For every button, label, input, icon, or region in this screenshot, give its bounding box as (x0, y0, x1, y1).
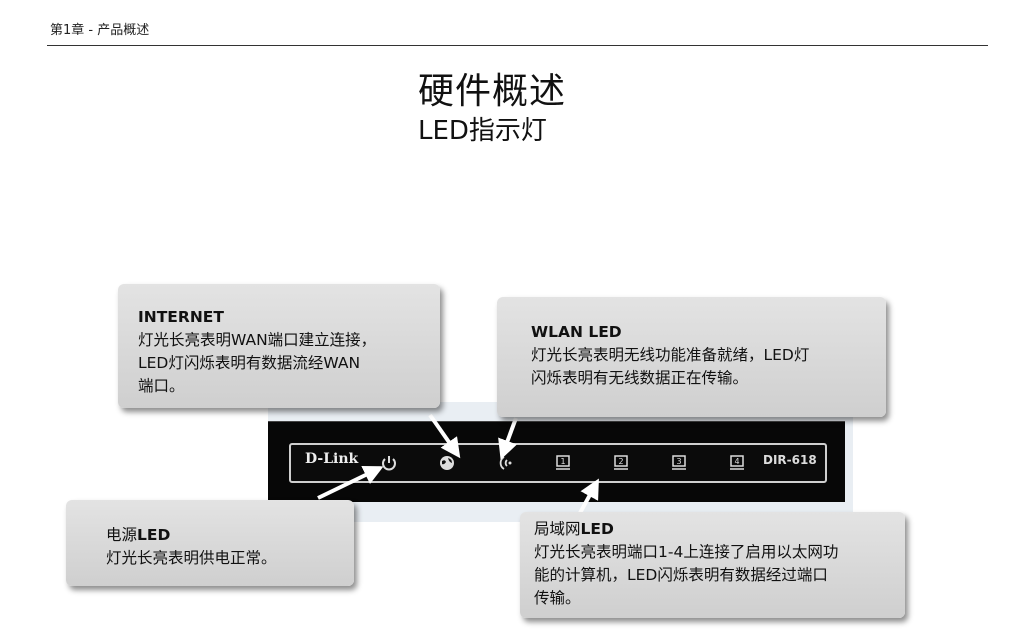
router-led-panel: D-Link 1 (289, 443, 827, 483)
arrow-wlan (498, 417, 518, 460)
arrow-lan (578, 478, 599, 514)
internet-callout-heading: INTERNET (138, 308, 224, 326)
internet-callout: INTERNET 灯光长亮表明WAN端口建立连接， LED灯闪烁表明有数据流经W… (118, 284, 440, 408)
internet-callout-line-3: 端口。 (138, 377, 185, 395)
arrow-internet (428, 413, 461, 459)
lan-port-1-icon: 1 (553, 453, 573, 473)
lan-port-4-icon: 4 (727, 453, 747, 473)
wlan-callout-line-2: 闪烁表明有无线数据正在传输。 (531, 369, 749, 387)
router-front-panel: D-Link 1 (268, 421, 845, 502)
router-brand-logo: D-Link (305, 451, 359, 467)
lan-port-1-number: 1 (560, 457, 565, 466)
lan-callout: 局域网LED 灯光长亮表明端口1-4上连接了启用以太网功 能的计算机，LED闪烁… (520, 512, 905, 618)
lan-port-2-icon: 2 (611, 453, 631, 473)
internet-globe-icon (437, 453, 457, 473)
lan-callout-line-2: 能的计算机，LED闪烁表明有数据经过端口 (534, 566, 828, 584)
power-callout-heading: 电源LED (106, 526, 171, 544)
lan-port-2-number: 2 (618, 457, 623, 466)
lan-callout-line-1: 灯光长亮表明端口1-4上连接了启用以太网功 (534, 543, 839, 561)
lan-port-3-icon: 3 (669, 453, 689, 473)
lan-callout-heading: 局域网LED (534, 520, 614, 538)
arrow-power (317, 465, 384, 500)
power-icon (379, 453, 399, 473)
internet-callout-line-1: 灯光长亮表明WAN端口建立连接， (138, 331, 377, 349)
header-divider (47, 45, 988, 46)
router-model-label: DIR-618 (763, 453, 817, 467)
chapter-header: 第1章 - 产品概述 (50, 23, 150, 38)
section-subtitle: LED指示灯 (418, 116, 547, 146)
wlan-callout-heading: WLAN LED (531, 323, 622, 341)
wlan-callout: WLAN LED 灯光长亮表明无线功能准备就绪，LED灯 闪烁表明有无线数据正在… (497, 297, 886, 417)
power-callout: 电源LED 灯光长亮表明供电正常。 (66, 500, 354, 586)
page-title: 硬件概述 (418, 71, 567, 112)
lan-port-4-number: 4 (734, 457, 739, 466)
lan-port-3-number: 3 (676, 457, 681, 466)
lan-callout-line-3: 传输。 (534, 589, 581, 607)
wlan-callout-line-1: 灯光长亮表明无线功能准备就绪，LED灯 (531, 346, 810, 364)
power-callout-line-1: 灯光长亮表明供电正常。 (106, 549, 277, 567)
internet-callout-line-2: LED灯闪烁表明有数据流经WAN (138, 354, 361, 372)
